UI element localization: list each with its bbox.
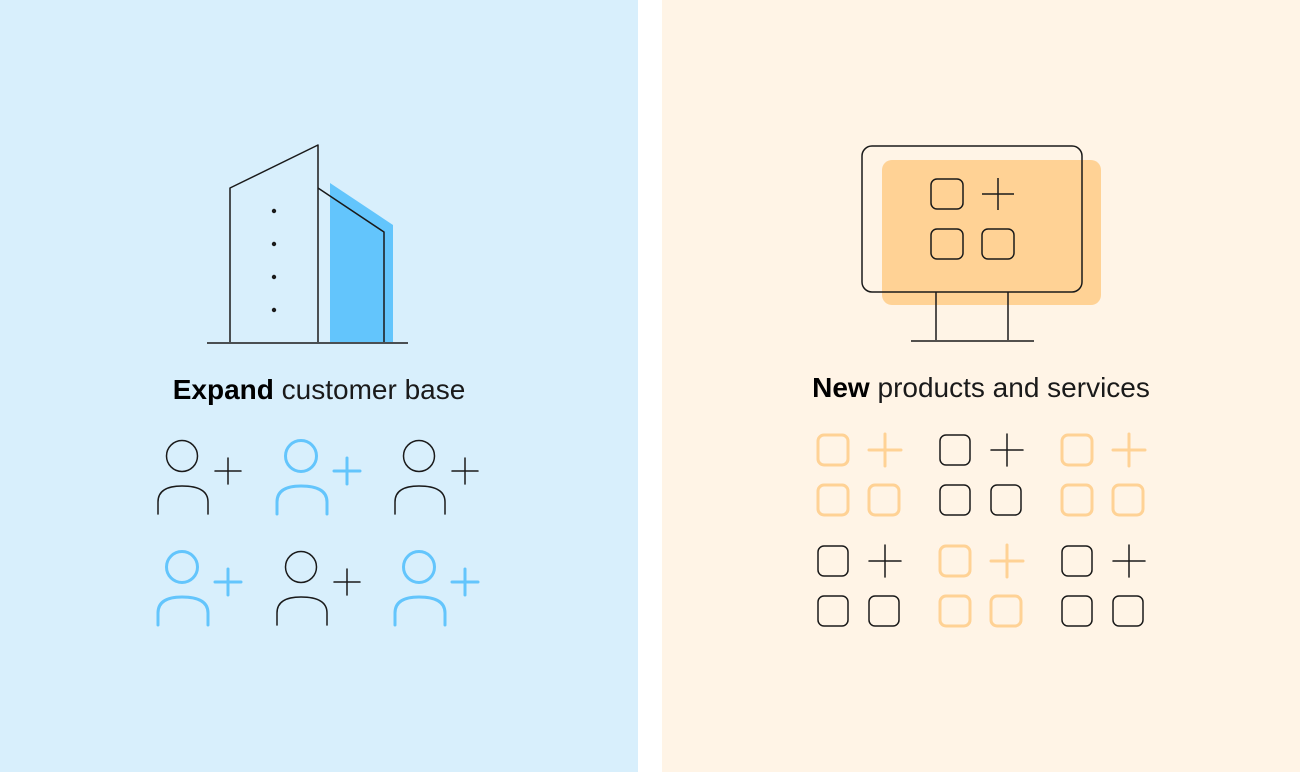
add-app-icon-grid	[816, 432, 1147, 628]
caption-strong-word: New	[812, 372, 870, 403]
add-app-icon	[939, 433, 1024, 516]
caption-strong-word: Expand	[172, 374, 274, 405]
add-user-icon	[394, 439, 479, 515]
add-user-icon	[157, 439, 242, 515]
add-user-icon	[156, 550, 243, 627]
add-user-icon	[393, 550, 480, 627]
add-app-icon	[1060, 432, 1147, 517]
add-user-icon-grid	[156, 439, 480, 627]
caption-rest-text: customer base	[273, 374, 466, 405]
add-app-icon	[1061, 544, 1146, 627]
customer-base-panel: Expand customer base	[0, 0, 638, 772]
add-app-icon	[816, 432, 903, 517]
products-services-panel: New products and services	[662, 0, 1300, 772]
caption-rest-text: products and services	[869, 372, 1150, 403]
add-user-icon	[275, 439, 362, 516]
products-services-caption: New products and services	[662, 374, 1300, 402]
monitor-apps-icon	[861, 145, 1101, 342]
add-user-icon	[276, 550, 361, 626]
add-app-icon	[938, 543, 1025, 628]
building-icon	[207, 144, 408, 344]
customer-base-caption: Expand customer base	[0, 376, 638, 404]
add-app-icon	[817, 544, 902, 627]
